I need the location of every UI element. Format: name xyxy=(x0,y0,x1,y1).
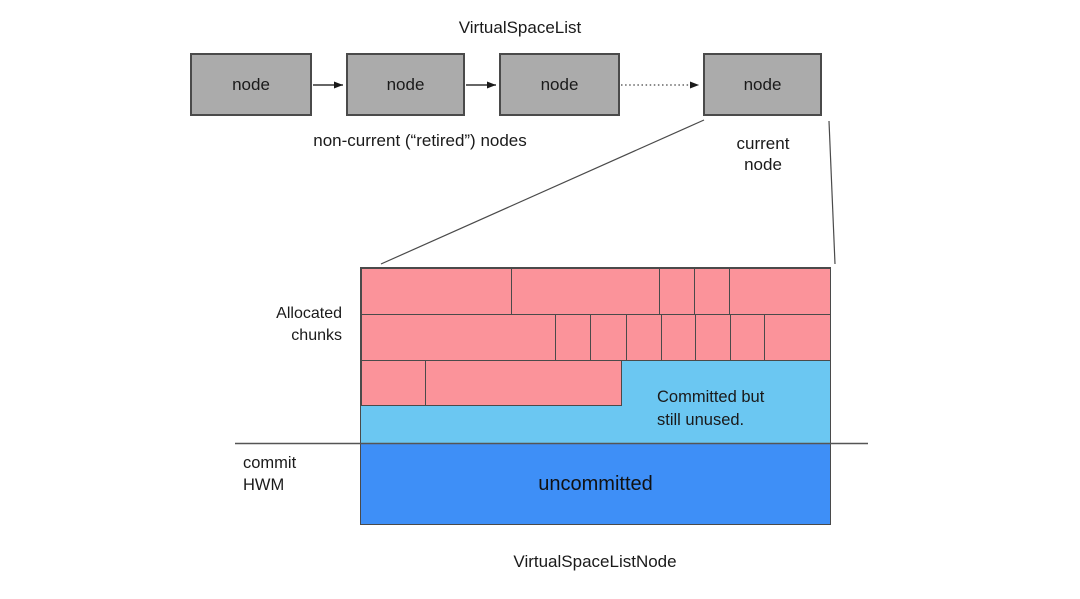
allocated-chunks-label-line2: chunks xyxy=(291,327,342,344)
allocated-chunk xyxy=(661,314,696,361)
allocated-chunk xyxy=(695,314,731,361)
allocated-chunk xyxy=(361,360,426,406)
node-label: node xyxy=(232,74,270,94)
committed-unused-label-line2: still unused. xyxy=(657,411,745,429)
allocated-chunk xyxy=(626,314,662,361)
allocated-chunks-label: Allocated chunks xyxy=(230,303,342,347)
current-node-label: current node xyxy=(703,133,823,175)
allocated-chunk xyxy=(590,314,627,361)
commit-hwm-label-line1: commit xyxy=(243,454,297,472)
virtualspacelistnode-box: uncommitted xyxy=(360,267,831,525)
zoom-line-right xyxy=(828,120,836,265)
commit-hwm-label: commit HWM xyxy=(243,452,343,496)
current-node-label-line2: node xyxy=(744,155,782,174)
node-label: node xyxy=(540,74,579,94)
allocated-chunk xyxy=(730,314,765,361)
allocated-chunk xyxy=(659,268,695,315)
current-node-label-line1: current xyxy=(736,134,790,153)
allocated-chunks-label-line1: Allocated xyxy=(276,305,342,322)
node-box-2: node xyxy=(346,53,465,116)
uncommitted-label: uncommitted xyxy=(538,472,653,495)
allocated-chunk xyxy=(361,314,556,361)
node-label: node xyxy=(386,74,425,94)
node-label: node xyxy=(743,74,782,94)
node-box-4-current: node xyxy=(703,53,822,116)
chunks-layer xyxy=(361,268,831,444)
allocated-chunk xyxy=(425,360,622,406)
node-box-3: node xyxy=(499,53,620,116)
retired-nodes-label: non-current (“retired”) nodes xyxy=(313,131,527,150)
allocated-chunk xyxy=(694,268,730,315)
virtualspacelistnode-caption: VirtualSpaceListNode xyxy=(513,552,677,571)
allocated-chunk xyxy=(764,314,831,361)
allocated-chunk xyxy=(555,314,591,361)
uncommitted-region: uncommitted xyxy=(361,444,830,524)
allocated-chunk xyxy=(729,268,831,315)
committed-unused-label-line1: Committed but xyxy=(657,388,765,406)
virtualspacelist-title: VirtualSpaceList xyxy=(458,18,582,37)
commit-hwm-label-line2: HWM xyxy=(243,476,285,494)
allocated-chunk xyxy=(361,268,512,315)
allocated-chunk xyxy=(511,268,660,315)
node-box-1: node xyxy=(190,53,312,116)
committed-unused-label: Committed but still unused. xyxy=(657,386,817,432)
